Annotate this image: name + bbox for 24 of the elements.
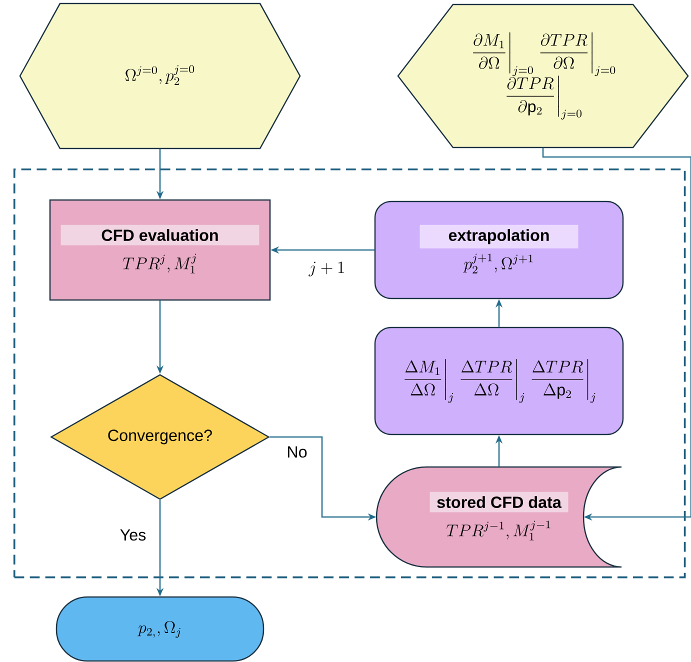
heading-band: CFD evaluation — [60, 224, 260, 246]
stored-data-shape — [376, 466, 622, 568]
terminal-box — [56, 596, 264, 662]
edge-label: Yes — [120, 529, 146, 541]
edge-label: No — [288, 446, 307, 458]
edge-label: $j + 1$ — [308, 262, 344, 276]
process-box — [374, 326, 624, 436]
process-box — [49, 199, 271, 301]
hexagon — [397, 4, 689, 148]
heading-band: extrapolation — [420, 224, 578, 248]
formula: $TPR^j, M_1^j$ — [122, 254, 196, 274]
formula: $\left.\frac{\partial TPR}{\partial \mathrm{p}_2}\right|_{j=0}$ — [506, 76, 582, 120]
process-box — [374, 200, 624, 300]
formula: $p_2^{j+1}, \Omega^{j+1}$ — [463, 254, 533, 274]
formula: $p_{2,}, \Omega_j$ — [138, 621, 180, 638]
condition-label: Convergence? — [108, 430, 212, 444]
formula: $\left.\frac{\partial M_1}{\partial\Omega}\right|_{j=0} \left.\frac{\partial TPR}{\partial\Omega}\right|_{j=0}$ — [473, 32, 616, 76]
arrow — [542, 148, 691, 521]
formula: $\Omega^{j=0}, p_2^{j=0}$ — [126, 65, 194, 85]
formula: $\left.\frac{\Delta M_1}{\Delta\Omega}\right|_j \left.\frac{\Delta TPR}{\Delta\Omega}\right|_j \left.\frac{\Delta TPR}{\Delta \mathrm{p}_2}\right|_j$ — [404, 358, 596, 403]
hexagon — [19, 2, 301, 150]
formula: $TPR^{j-1}, M_1^{j-1}$ — [446, 520, 550, 540]
dashed-frame — [13, 168, 686, 578]
heading-band: stored CFD data — [430, 492, 568, 512]
